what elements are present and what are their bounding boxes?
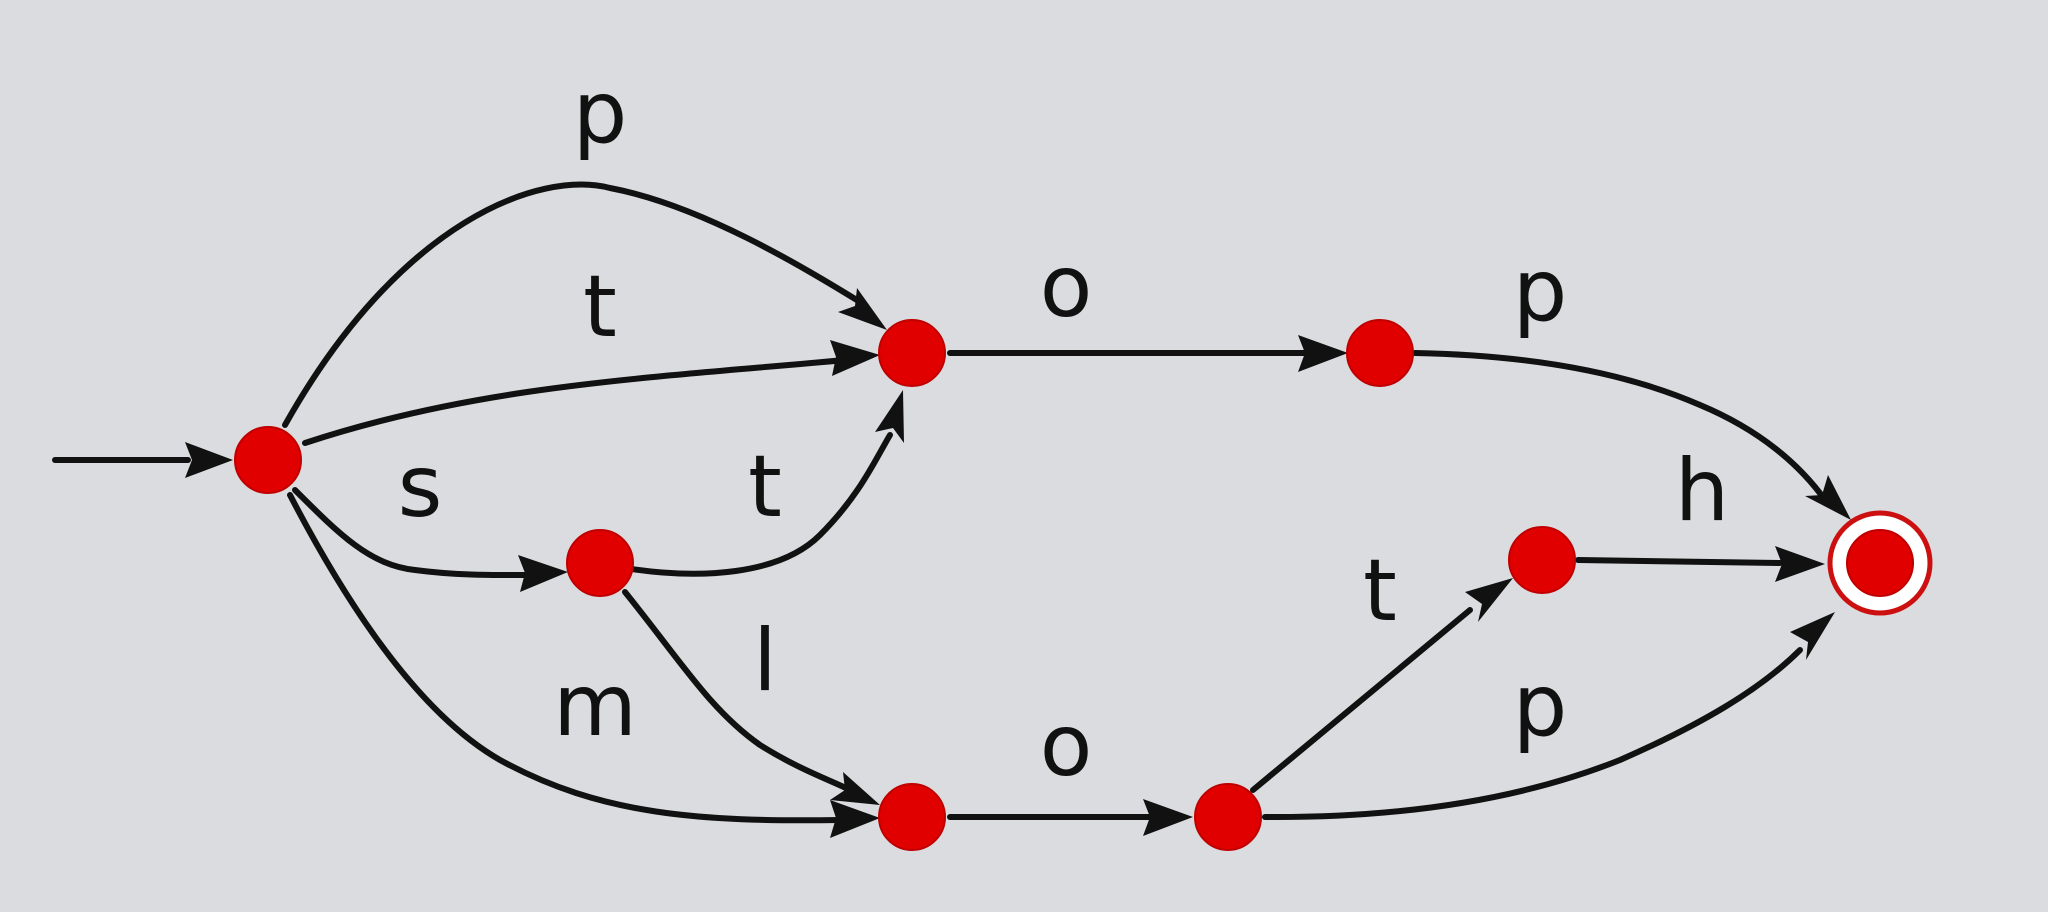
state-q0 <box>234 426 302 494</box>
start-arrowhead <box>185 442 233 478</box>
label-q0-q2-s: s <box>398 437 443 537</box>
label-q6-q7-h: h <box>1675 441 1730 541</box>
arrowhead-q1-q4-o <box>1298 335 1348 372</box>
state-q3 <box>878 783 946 851</box>
label-q5-q6-t: t <box>1363 541 1397 641</box>
arrowhead-q0-q2-s <box>518 555 568 592</box>
edge-q2-q1-t <box>622 432 893 577</box>
state-q1 <box>878 319 946 387</box>
edge-q4-q7-p <box>1412 350 1828 503</box>
label-q0-q1-t: t <box>583 257 617 357</box>
label-q4-q7-p: p <box>1513 241 1568 341</box>
edge-q0-q1-t <box>302 357 848 446</box>
label-q5-q7-p: p <box>1513 656 1568 756</box>
label-q2-q1-t: t <box>748 437 782 537</box>
state-q7 <box>1846 529 1914 597</box>
edge-q5-q6-t <box>1250 607 1473 793</box>
arrowhead-q5-q6-t <box>1465 578 1513 622</box>
arrowhead-q0-q3-m <box>830 800 880 838</box>
edge-q0-q2-s <box>292 487 533 579</box>
label-q0-q3-m: m <box>553 656 637 756</box>
arrowhead-q4-q7-p <box>1805 475 1851 520</box>
arrowhead-q2-q3-l <box>830 772 880 805</box>
arrowhead-q3-q5-o <box>1143 799 1193 836</box>
arrowhead-q0-q1-p <box>838 288 887 330</box>
state-q5 <box>1194 783 1262 851</box>
label-q0-q1-p: p <box>573 63 628 163</box>
arrowhead-q0-q1-t <box>830 340 880 376</box>
edge-q0-q1-p <box>282 181 868 428</box>
edge-q5-q7-p <box>1262 647 1803 821</box>
state-q2 <box>566 529 634 597</box>
label-q2-q3-l: l <box>753 611 777 711</box>
edge-q6-q7-h <box>1575 557 1783 566</box>
arrowhead-q5-q7-p <box>1790 612 1835 660</box>
state-q6 <box>1508 526 1576 594</box>
edge-q0-q3-m <box>287 492 843 824</box>
label-q3-q5-o: o <box>1040 696 1093 796</box>
state-q4 <box>1346 319 1414 387</box>
edge-q2-q3-l <box>622 589 853 793</box>
arrowhead-q2-q1-t <box>875 390 904 443</box>
arrowhead-q6-q7-h <box>1775 546 1825 582</box>
label-q1-q4-o: o <box>1040 237 1093 337</box>
